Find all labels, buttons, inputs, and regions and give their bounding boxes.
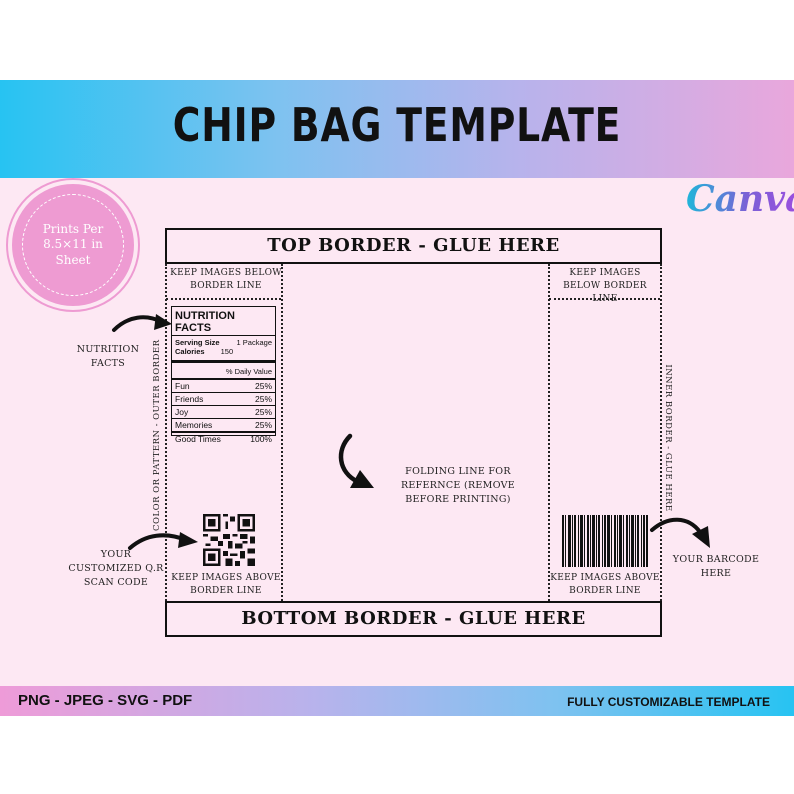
nutrient-row: Friends 25% [172, 392, 275, 405]
keep-above-right: KEEP IMAGES ABOVE BORDER LINE [550, 573, 660, 597]
qr-callout: YOUR CUSTOMIZED Q.R SCAN CODE [68, 549, 164, 588]
calories-label: Calories [175, 347, 205, 356]
nutrition-facts-label: NUTRITION FACTS Serving Size 1 Package C… [171, 306, 276, 444]
fold-line-right [548, 264, 550, 601]
barcode-callout: YOUR BARCODE HERE [672, 554, 760, 579]
nutrient-value: 25% [254, 407, 272, 417]
curved-arrow-icon [128, 532, 198, 550]
outer-left-line [165, 264, 167, 601]
outer-border-label: COLOR OR PATTERN - OUTER BORDER [152, 339, 162, 532]
nutrient-value: 25% [254, 394, 272, 404]
customizable-label: FULLY CUSTOMIZABLE TEMPLATE [567, 695, 770, 709]
serving-size-label: Serving Size [175, 338, 220, 347]
nutrient-value: 25% [254, 420, 272, 430]
footer-bar [0, 686, 794, 716]
top-border: TOP BORDER - GLUE HERE [165, 228, 662, 264]
nutrient-row: Good Times 100% [172, 431, 275, 445]
seal-text: Prints Per 8.5×11 in Sheet [22, 194, 124, 296]
calories-value: 150 [220, 347, 234, 356]
daily-value-header: % Daily Value [172, 360, 275, 378]
nutrient-row: Joy 25% [172, 405, 275, 418]
serving-size-value: 1 Package [236, 338, 272, 347]
formats-label: PNG - JPEG - SVG - PDF [18, 692, 193, 709]
guide-line-top-right [549, 298, 660, 300]
barcode-icon [561, 513, 649, 569]
nutrient-value: 25% [254, 381, 272, 391]
serving-size-row: Serving Size 1 Package [172, 336, 275, 347]
curved-arrow-icon [112, 314, 172, 332]
inner-right-line [660, 264, 662, 601]
keep-below-left: KEEP IMAGES BELOW BORDER LINE [170, 268, 282, 292]
nutrient-row: Fun 25% [172, 378, 275, 392]
calories-row: Calories 150 [172, 347, 275, 356]
keep-above-left: KEEP IMAGES ABOVE BORDER LINE [171, 573, 281, 597]
nutrient-name: Good Times [175, 434, 221, 444]
nutrition-title: NUTRITION FACTS [172, 307, 275, 336]
page-title: CHIP BAG TEMPLATE [172, 98, 622, 152]
nutrient-name: Memories [175, 420, 213, 430]
curved-arrow-icon [338, 433, 374, 488]
nutrient-name: Fun [175, 381, 190, 391]
nutrient-row: Memories 25% [172, 418, 275, 431]
bottom-border: BOTTOM BORDER - GLUE HERE [165, 601, 662, 637]
nutrition-callout: NUTRITION FACTS [76, 344, 140, 369]
guide-line-top-left [166, 298, 281, 300]
nutrient-name: Joy [175, 407, 189, 417]
header-banner [0, 80, 794, 178]
nutrient-value: 100% [250, 434, 272, 444]
seal-label: Prints Per 8.5×11 in Sheet [42, 221, 104, 267]
inner-border-label: INNER BORDER - GLUE HERE [663, 364, 673, 512]
curved-arrow-icon [650, 517, 710, 548]
canva-logo: Canva [686, 178, 794, 220]
fold-line-left [281, 264, 283, 601]
keep-below-right: KEEP IMAGES BELOW BORDER LINE [563, 268, 647, 305]
qr-code-icon [203, 514, 255, 566]
folding-line-label: FOLDING LINE FOR REFERNCE (REMOVE BEFORE… [400, 466, 516, 505]
nutrient-name: Friends [175, 394, 204, 404]
